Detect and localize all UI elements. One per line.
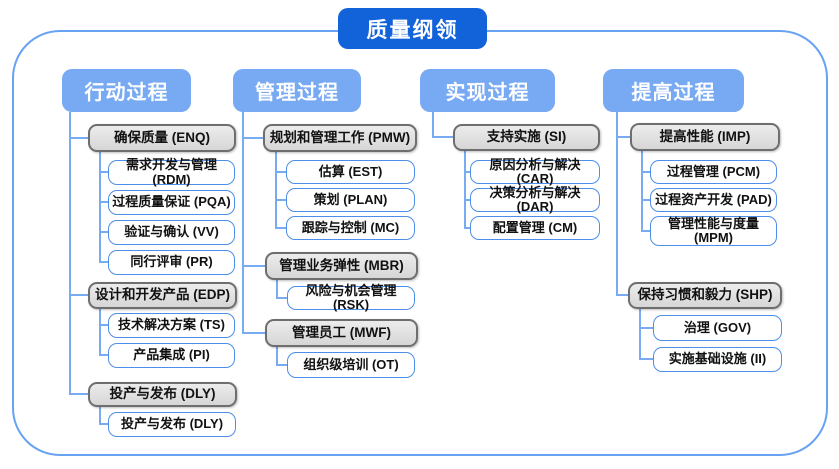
leaf-node-pqa: 过程质量保证 (PQA) <box>108 190 235 215</box>
diagram-title: 质量纲领 <box>338 8 487 49</box>
connector-line <box>242 332 265 334</box>
leaf-node-pcm: 过程管理 (PCM) <box>650 160 777 184</box>
connector-line <box>464 171 470 173</box>
branch-header-realization-process: 实现过程 <box>420 69 555 112</box>
leaf-node-ts: 技术解决方案 (TS) <box>108 313 235 338</box>
connector-line <box>99 354 108 356</box>
leaf-node-car: 原因分析与解决 (CAR) <box>470 157 600 186</box>
connector-line <box>639 327 653 329</box>
leaf-node-pad: 过程资产开发 (PAD) <box>650 188 777 212</box>
connector-line <box>99 201 108 203</box>
connector-line <box>432 112 434 138</box>
leaf-node-plan: 策划 (PLAN) <box>286 188 415 212</box>
connector-line <box>276 364 287 366</box>
connector-line <box>242 265 265 267</box>
connector-line <box>616 136 630 138</box>
group-node-imp: 提高性能 (IMP) <box>630 123 780 151</box>
group-node-enq: 确保质量 (ENQ) <box>88 124 236 152</box>
connector-line <box>275 171 286 173</box>
connector-line <box>99 171 108 173</box>
leaf-node-vv: 验证与确认 (VV) <box>108 220 235 245</box>
group-node-shp: 保持习惯和毅力 (SHP) <box>628 282 782 309</box>
connector-line <box>464 199 470 201</box>
connector-line <box>275 227 286 229</box>
connector-line <box>432 136 453 138</box>
connector-line <box>99 423 108 425</box>
leaf-node-rsk: 风险与机会管理 (RSK) <box>287 283 415 312</box>
leaf-node-dar: 决策分析与解决 (DAR) <box>470 185 600 214</box>
connector-line <box>616 112 618 295</box>
connector-line <box>99 309 101 356</box>
leaf-node-pi: 产品集成 (PI) <box>108 343 235 368</box>
leaf-node-ii: 实施基础设施 (II) <box>653 347 782 372</box>
connector-line <box>99 261 108 263</box>
leaf-node-pr: 同行评审 (PR) <box>108 250 235 275</box>
connector-line <box>641 151 643 232</box>
connector-line <box>639 309 641 360</box>
connector-line <box>99 324 108 326</box>
branch-header-action-process: 行动过程 <box>62 69 191 112</box>
connector-line <box>69 294 88 296</box>
branch-header-management-process: 管理过程 <box>233 69 361 112</box>
group-node-mbr: 管理业务弹性 (MBR) <box>265 252 418 280</box>
connector-line <box>242 137 263 139</box>
connector-line <box>639 358 653 360</box>
connector-line <box>275 152 277 229</box>
leaf-node-mc: 跟踪与控制 (MC) <box>286 216 415 240</box>
group-node-edp: 设计和开发产品 (EDP) <box>88 282 237 309</box>
connector-line <box>464 227 470 229</box>
connector-line <box>464 151 466 229</box>
connector-line <box>276 297 287 299</box>
leaf-node-est: 估算 (EST) <box>286 160 415 184</box>
connector-line <box>641 199 650 201</box>
connector-line <box>99 152 101 263</box>
leaf-node-dly: 投产与发布 (DLY) <box>108 412 236 437</box>
connector-line <box>276 347 278 366</box>
leaf-node-ot: 组织级培训 (OT) <box>287 352 415 378</box>
connector-line <box>99 407 101 425</box>
connector-line <box>275 199 286 201</box>
group-node-mwf: 管理员工 (MWF) <box>265 319 418 347</box>
leaf-node-gov: 治理 (GOV) <box>653 315 782 341</box>
branch-header-improvement-process: 提高过程 <box>603 69 744 112</box>
group-node-dly: 投产与发布 (DLY) <box>88 382 237 407</box>
leaf-node-mpm: 管理性能与度量 (MPM) <box>650 216 777 246</box>
connector-line <box>69 393 88 395</box>
connector-line <box>69 112 71 395</box>
connector-line <box>641 230 650 232</box>
leaf-node-cm: 配置管理 (CM) <box>470 216 600 240</box>
connector-line <box>99 231 108 233</box>
connector-line <box>242 112 244 333</box>
group-node-si: 支持实施 (SI) <box>453 124 600 151</box>
connector-line <box>276 280 278 299</box>
leaf-node-rdm: 需求开发与管理 (RDM) <box>108 158 235 186</box>
connector-line <box>69 137 88 139</box>
connector-line <box>616 294 628 296</box>
group-node-pmw: 规划和管理工作 (PMW) <box>263 124 417 152</box>
connector-line <box>641 171 650 173</box>
